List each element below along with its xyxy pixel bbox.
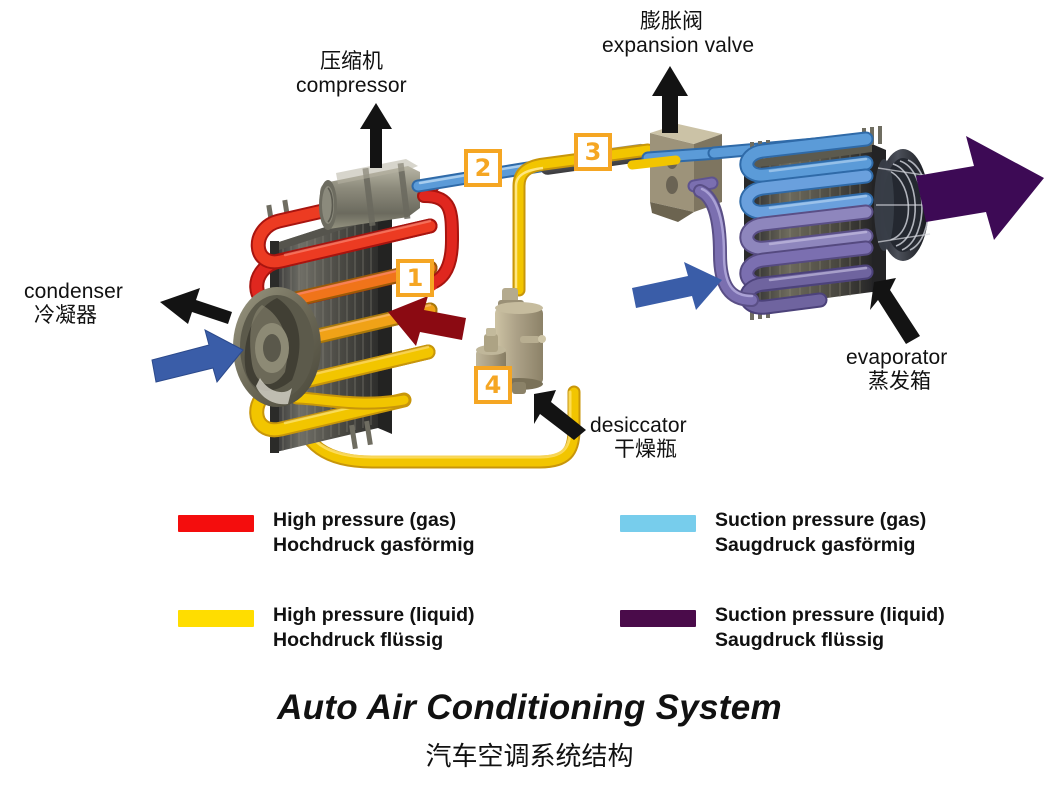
legend-swatch-suction-pressure-liquid — [620, 610, 696, 627]
evaporator-unit — [693, 126, 931, 320]
legend-text-suction-pressure-liquid: Suction pressure (liquid) Saugdruck flüs… — [715, 603, 945, 653]
page-title-english: Auto Air Conditioning System — [277, 688, 782, 727]
label-desiccator: desiccator 干燥瓶 — [590, 414, 687, 461]
label-compressor-cn: 压缩机 — [320, 49, 383, 73]
legend-en-high-pressure-gas: High pressure (gas) — [273, 509, 457, 531]
arrow-evaporator-air-in — [632, 262, 722, 310]
compressor-unit — [319, 159, 460, 293]
legend-text-suction-pressure-gas: Suction pressure (gas) Saugdruck gasförm… — [715, 508, 926, 558]
arrow-compressor-pointer — [360, 103, 392, 168]
label-condenser: condenser 冷凝器 — [24, 280, 123, 327]
label-compressor-en: compressor — [296, 73, 407, 97]
legend-de-suction-pressure-liquid: Saugdruck flüssig — [715, 628, 885, 651]
legend-en-high-pressure-liquid: High pressure (liquid) — [273, 604, 475, 626]
legend-item-suction-pressure-liquid: Suction pressure (liquid) Saugdruck flüs… — [620, 603, 945, 653]
page-title-chinese: 汽车空调系统结构 — [425, 742, 634, 772]
arrow-condenser-air-in — [151, 329, 244, 384]
legend-en-suction-pressure-liquid: Suction pressure (liquid) — [715, 604, 945, 626]
legend-swatch-high-pressure-gas — [178, 515, 254, 532]
legend-en-suction-pressure-gas: Suction pressure (gas) — [715, 509, 927, 531]
arrow-expansion-valve-pointer — [652, 66, 688, 133]
legend-swatch-suction-pressure-gas — [620, 515, 696, 532]
label-compressor: 压缩机 compressor — [296, 49, 407, 97]
label-evaporator-en: evaporator — [846, 346, 948, 369]
label-condenser-cn: 冷凝器 — [34, 302, 97, 327]
legend-item-suction-pressure-gas: Suction pressure (gas) Saugdruck gasförm… — [620, 508, 926, 558]
legend-swatch-high-pressure-liquid — [178, 610, 254, 627]
label-expansion-valve: 膨胀阀 expansion valve — [602, 9, 755, 57]
ac-system-illustration — [151, 66, 1044, 469]
label-expansion-valve-cn: 膨胀阀 — [640, 9, 703, 33]
label-evaporator: evaporator 蒸发箱 — [846, 346, 947, 393]
callout-badge-2[interactable]: 2 — [464, 149, 502, 187]
arrow-condenser-heat — [388, 296, 466, 346]
legend-de-high-pressure-gas: Hochdruck gasförmig — [273, 533, 475, 556]
legend-text-high-pressure-gas: High pressure (gas) Hochdruck gasförmig — [273, 508, 475, 558]
label-desiccator-cn: 干燥瓶 — [614, 436, 677, 461]
legend-item-high-pressure-gas: High pressure (gas) Hochdruck gasförmig — [178, 508, 475, 558]
callout-badge-1[interactable]: 1 — [396, 259, 434, 297]
legend: High pressure (gas) Hochdruck gasförmig … — [0, 498, 1059, 658]
evaporator-blower — [874, 149, 931, 261]
arrow-desiccator-pointer — [534, 390, 586, 440]
arrow-evaporator-air-out — [916, 136, 1044, 240]
arrow-evaporator-pointer — [870, 278, 920, 344]
arrow-condenser-pointer — [160, 288, 232, 324]
label-evaporator-cn: 蒸发箱 — [868, 368, 931, 393]
pipe-liquid-to-valve — [512, 143, 655, 297]
legend-item-high-pressure-liquid: High pressure (liquid) Hochdruck flüssig — [178, 603, 475, 653]
pipe-suction-liquid — [693, 184, 759, 307]
legend-de-high-pressure-liquid: Hochdruck flüssig — [273, 628, 444, 651]
condenser-fan — [233, 287, 321, 407]
legend-text-high-pressure-liquid: High pressure (liquid) Hochdruck flüssig — [273, 603, 475, 653]
callout-badge-3[interactable]: 3 — [574, 133, 612, 171]
label-desiccator-en: desiccator — [590, 414, 687, 437]
callout-badge-4[interactable]: 4 — [474, 366, 512, 404]
legend-de-suction-pressure-gas: Saugdruck gasförmig — [715, 533, 916, 556]
label-expansion-valve-en: expansion valve — [602, 33, 755, 57]
label-condenser-en: condenser — [24, 280, 123, 303]
